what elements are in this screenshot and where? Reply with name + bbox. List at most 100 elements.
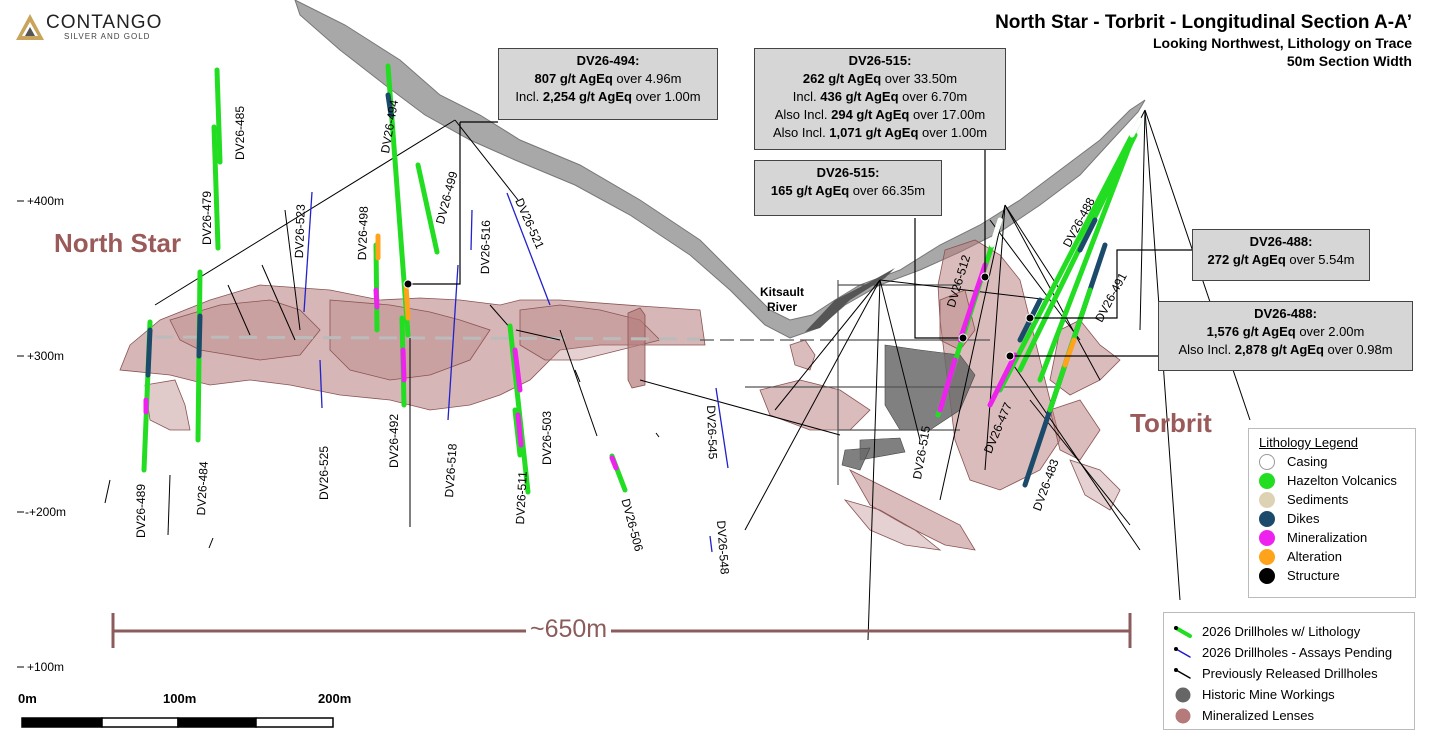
callout-leaders: [408, 121, 1192, 357]
legend-title: Lithology Legend: [1259, 435, 1359, 450]
legend-item: Dikes: [1249, 509, 1415, 528]
callout-hole: DV26-488:: [1249, 234, 1313, 249]
torbrit-lenses: [759, 239, 1121, 551]
drillhole-label: DV26-485: [233, 105, 247, 160]
drillhole-label: DV26-498: [355, 205, 371, 261]
legend-label: Mineralized Lenses: [1202, 708, 1315, 723]
scale-bar: [21, 717, 334, 728]
legend-label: 2026 Drillholes w/ Lithology: [1202, 624, 1361, 639]
callout-line: 272 g/t AgEq over 5.54m: [1207, 252, 1355, 267]
legend-swatch-icon: [1259, 548, 1275, 565]
drillhole-label: DV26-503: [540, 410, 554, 465]
distance-bar: [111, 613, 1132, 648]
drillhole-label: DV26-479: [200, 190, 214, 245]
callout-line: Also Incl. 294 g/t AgEq over 17.00m: [774, 107, 986, 122]
legend-swatch-icon: [1259, 510, 1275, 527]
legend-swatch-icon: [1259, 567, 1275, 584]
callout-hole: DV26-515:: [816, 165, 880, 180]
drillhole-label: DV26-511: [513, 470, 530, 525]
callout-line: 262 g/t AgEq over 33.50m: [802, 71, 958, 86]
distance-label: ~650m: [526, 615, 612, 644]
legend-label: Hazelton Volcanics: [1287, 473, 1397, 488]
legend-item: Historic Mine Workings: [1164, 684, 1414, 705]
legend-label: Dikes: [1287, 511, 1320, 526]
title-line-3: 50m Section Width: [1286, 53, 1412, 69]
legend-item: Structure: [1249, 566, 1415, 585]
callout-line: 807 g/t AgEq over 4.96m: [534, 71, 682, 86]
title-line-2: Looking Northwest, Lithology on Trace: [1152, 35, 1412, 51]
callout-line: Incl. 436 g/t AgEq over 6.70m: [792, 89, 968, 104]
north-star-lenses: [119, 284, 706, 431]
callout-hole: DV26-515:: [848, 53, 912, 68]
logo-name: CONTANGO: [46, 12, 163, 33]
scale-label: 200m: [318, 691, 352, 706]
elevation-label: +400m: [27, 194, 65, 208]
black-drillhole-icon: [1174, 667, 1191, 679]
legend-item: Alteration: [1249, 547, 1415, 566]
green-drillholes: [141, 63, 1143, 495]
legend-label: Casing: [1287, 454, 1328, 469]
pink-circle-icon: [1175, 708, 1191, 723]
legend-swatch-icon: [1259, 491, 1275, 508]
river-label-line1: Kitsault: [760, 285, 805, 299]
callout-dv26-488-a: DV26-488: 272 g/t AgEq over 5.54m: [1192, 229, 1370, 281]
callout-line: Also Incl. 2,878 g/t AgEq over 0.98m: [1178, 342, 1393, 357]
scale-label: 100m: [163, 691, 197, 706]
title-block: North Star - Torbrit - Longitudinal Sect…: [995, 12, 1412, 70]
drillhole-label: DV26-545: [704, 405, 720, 460]
scale-label: 0m: [18, 691, 37, 706]
drillhole-label: DV26-484: [194, 461, 211, 516]
callout-line: 165 g/t AgEq over 66.35m: [770, 183, 926, 198]
grey-circle-icon: [1175, 687, 1191, 702]
legend-item: Hazelton Volcanics: [1249, 471, 1415, 490]
legend-label: Mineralization: [1287, 530, 1368, 545]
logo-tagline: SILVER AND GOLD: [64, 32, 151, 41]
green-drillhole-icon: [1174, 625, 1192, 638]
legend-label: Previously Released Drillholes: [1202, 666, 1378, 681]
north-star-label: North Star: [54, 228, 182, 258]
legend-label: Sediments: [1287, 492, 1349, 507]
legend-item: Casing: [1249, 452, 1415, 471]
river-label-line2: River: [766, 300, 798, 314]
drillhole-label: DV26-525: [317, 445, 331, 500]
callout-line: Incl. 2,254 g/t AgEq over 1.00m: [515, 89, 701, 104]
legend-item: Sediments: [1249, 490, 1415, 509]
legend-label: Alteration: [1287, 549, 1342, 564]
callout-hole: DV26-488:: [1254, 306, 1317, 321]
legend-swatch-icon: [1259, 453, 1275, 470]
drillhole-label: DV26-523: [292, 203, 308, 259]
topography-shadow: [805, 268, 895, 332]
legend-item: Mineralization: [1249, 528, 1415, 547]
drillhole-label: DV26-489: [134, 483, 148, 538]
blue-drillhole-icon: [1174, 646, 1191, 658]
legend-item: 2026 Drillholes w/ Lithology: [1164, 621, 1414, 642]
callout-hole: DV26-494:: [576, 53, 640, 68]
drillhole-label: DV26-492: [387, 413, 401, 468]
symbol-legend: 2026 Drillholes w/ Lithology 2026 Drillho…: [1163, 612, 1415, 730]
legend-item: 2026 Drillholes - Assays Pending: [1164, 642, 1414, 663]
torbrit-label: Torbrit: [1130, 408, 1212, 438]
elevation-label: -+200m: [25, 505, 67, 519]
topography-surface: [294, 0, 1146, 339]
contango-logo-mark: [16, 14, 44, 40]
river-label: Kitsault River: [760, 285, 804, 315]
page-title: North Star - Torbrit - Longitudinal Sect…: [995, 12, 1412, 33]
elevation-ticks: [17, 200, 24, 668]
callout-dv26-515-a: DV26-515: 262 g/t AgEq over 33.50m Incl.…: [754, 48, 1006, 150]
legend-label: 2026 Drillholes - Assays Pending: [1202, 645, 1393, 660]
elevation-label: +300m: [27, 349, 65, 363]
callout-line: Also Incl. 1,071 g/t AgEq over 1.00m: [772, 125, 988, 140]
legend-item: Previously Released Drillholes: [1164, 663, 1414, 684]
legend-label: Historic Mine Workings: [1202, 687, 1335, 702]
callout-line: 1,576 g/t AgEq over 2.00m: [1206, 324, 1365, 339]
legend-item: Mineralized Lenses: [1164, 705, 1414, 726]
legend-swatch-icon: [1259, 472, 1275, 489]
callout-dv26-494: DV26-494: 807 g/t AgEq over 4.96m Incl. …: [498, 48, 718, 120]
callout-markers: [403, 272, 1035, 361]
elevation-label: +100m: [27, 660, 65, 674]
legend-label: Structure: [1287, 568, 1340, 583]
drillhole-label: DV26-516: [478, 219, 493, 275]
